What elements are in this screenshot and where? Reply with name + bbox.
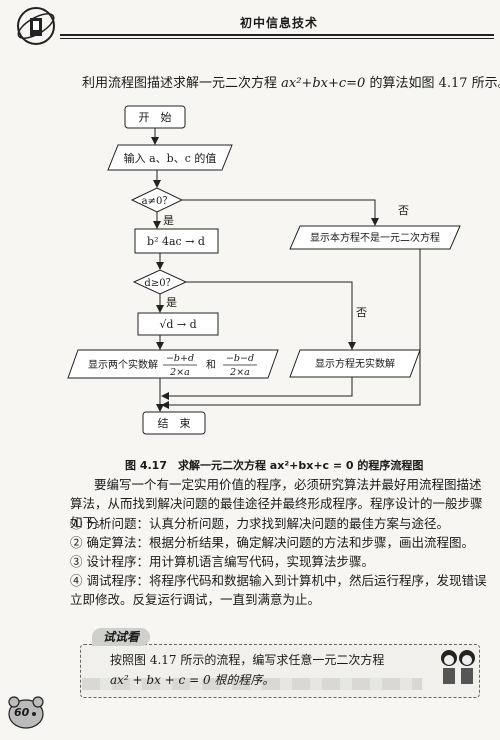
- two-roots-box: [67, 349, 279, 379]
- not-quadratic-label: 显示本方程不是一元二次方程: [310, 231, 440, 244]
- exercise-line-1: 按照图 4.17 所示的流程，编写求任意一元二次方程: [110, 653, 385, 667]
- root1-numerator: −b+d: [166, 353, 194, 364]
- input-label: 输入 a、b、c 的值: [124, 151, 217, 165]
- two-roots-prefix: 显示两个实数解: [88, 358, 158, 371]
- no-real-box: [289, 349, 421, 378]
- yes2-label: 是: [166, 296, 177, 309]
- start-label: 开 始: [139, 110, 172, 124]
- discriminant-box: [134, 228, 219, 254]
- sqrt-box: [137, 312, 219, 336]
- header-rule-thin: [60, 38, 494, 39]
- exercise-label: 试试看: [92, 628, 150, 646]
- header-rule: [60, 34, 494, 36]
- root2-numerator: −b−d: [226, 353, 254, 364]
- no2-label: 否: [356, 306, 367, 319]
- no-real-label: 显示方程无实数解: [315, 357, 395, 370]
- cond1-label: a≠0？: [142, 196, 173, 207]
- yes1-label: 是: [163, 214, 174, 227]
- input-box: [107, 144, 233, 171]
- intro-sentence: 利用流程图描述求解一元二次方程 ax²+bx+c=0 的算法如图 4.17 所示…: [82, 74, 500, 94]
- intro-before: 利用流程图描述求解一元二次方程: [82, 76, 282, 91]
- step-1: ① 分析问题：认真分析问题，力求找到解决问题的最佳方案与途径。: [70, 516, 449, 531]
- page-number-mascot-icon: [8, 696, 44, 729]
- root1-denominator: 2×a: [169, 367, 190, 378]
- root2-denominator: 2×a: [229, 367, 250, 378]
- header-title: 初中信息技术: [240, 16, 319, 30]
- kids-illustration-icon: [441, 650, 475, 684]
- and-label: 和: [206, 359, 216, 371]
- intro-after: 的算法如图 4.17 所示。: [365, 76, 500, 91]
- no1-label: 否: [398, 204, 409, 217]
- not-quadratic-box: [289, 225, 461, 250]
- sqrt-label: √d → d: [159, 318, 196, 331]
- book-logo-icon: [17, 7, 55, 45]
- figure-caption: 图 4.17 求解一元二次方程 ax²+bx+c = 0 的程序流程图: [125, 459, 424, 472]
- end-box: [142, 411, 206, 435]
- exercise-line-2: ax² + bx + c = 0 根的程序。: [110, 673, 275, 687]
- page-number: 60: [14, 706, 30, 719]
- cond2-label: d≥0？: [144, 278, 175, 289]
- step-4: ④ 调试程序：将程序代码和数据输入到计算机中，然后运行程序，发现错误立即修改。反…: [70, 573, 487, 607]
- step-3: ③ 设计程序：用计算机语言编写代码，实现算法步骤。: [70, 554, 374, 569]
- intro-equation: ax²+bx+c=0: [281, 76, 366, 91]
- step-2: ② 确定算法：根据分析结果，确定解决问题的方法和步骤，画出流程图。: [70, 535, 474, 550]
- disc-label: b² 4ac → d: [147, 235, 205, 248]
- flowchart: 开 始 输入 a、b、c 的值 a≠0？ 是 否 b² 4ac → d 显示本方…: [67, 105, 461, 435]
- page-header: 初中信息技术: [0, 0, 500, 48]
- end-label: 结 束: [158, 417, 191, 430]
- exercise-text: 按照图 4.17 所示的流程，编写求任意一元二次方程 ax² + bx + c …: [110, 650, 430, 690]
- exercise-decoration: [82, 678, 422, 690]
- body-paragraph: 要编写一个有一定实用价值的程序，必须研究算法并最好用流程图描述算法，从而找到解决…: [70, 477, 483, 530]
